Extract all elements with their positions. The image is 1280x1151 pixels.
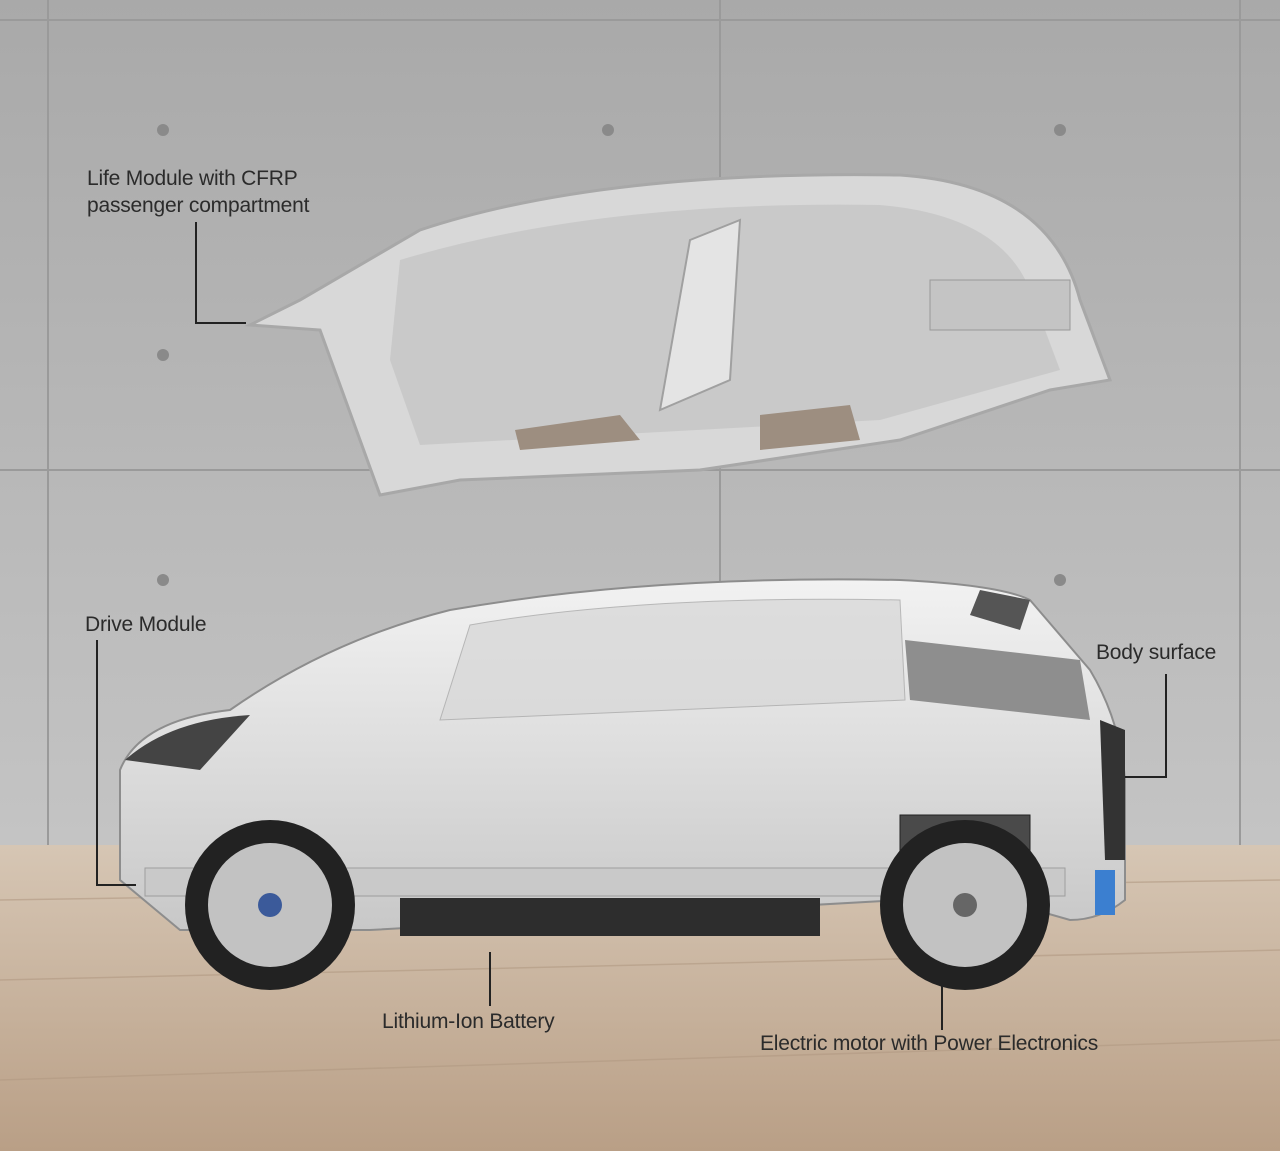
wheels [185, 820, 1050, 990]
leader-line-motor [941, 985, 943, 1030]
label-life-module-line1: Life Module with CFRP [87, 167, 298, 190]
label-life-module-line2: passenger compartment [87, 194, 310, 217]
leader-line-life-module [195, 322, 246, 324]
label-motor: Electric motor with Power Electronics [760, 1032, 1099, 1055]
label-battery: Lithium-Ion Battery [382, 1010, 555, 1033]
leader-line-battery [489, 952, 491, 1006]
car-body-surface [119, 578, 1126, 931]
leader-line-drive-module [96, 884, 136, 886]
leader-line-body-surface [1165, 674, 1167, 778]
leader-line-drive-module [96, 640, 98, 886]
label-body-surface: Body surface [1096, 641, 1217, 664]
leader-line-life-module [195, 222, 197, 324]
life-module-cfrp-frame [244, 173, 1113, 497]
label-drive-module: Drive Module [85, 613, 207, 636]
label-life-module: Life Module with CFRP passenger compartm… [87, 165, 309, 219]
lithium-ion-battery-pack [400, 898, 820, 936]
leader-line-body-surface [1125, 776, 1167, 778]
